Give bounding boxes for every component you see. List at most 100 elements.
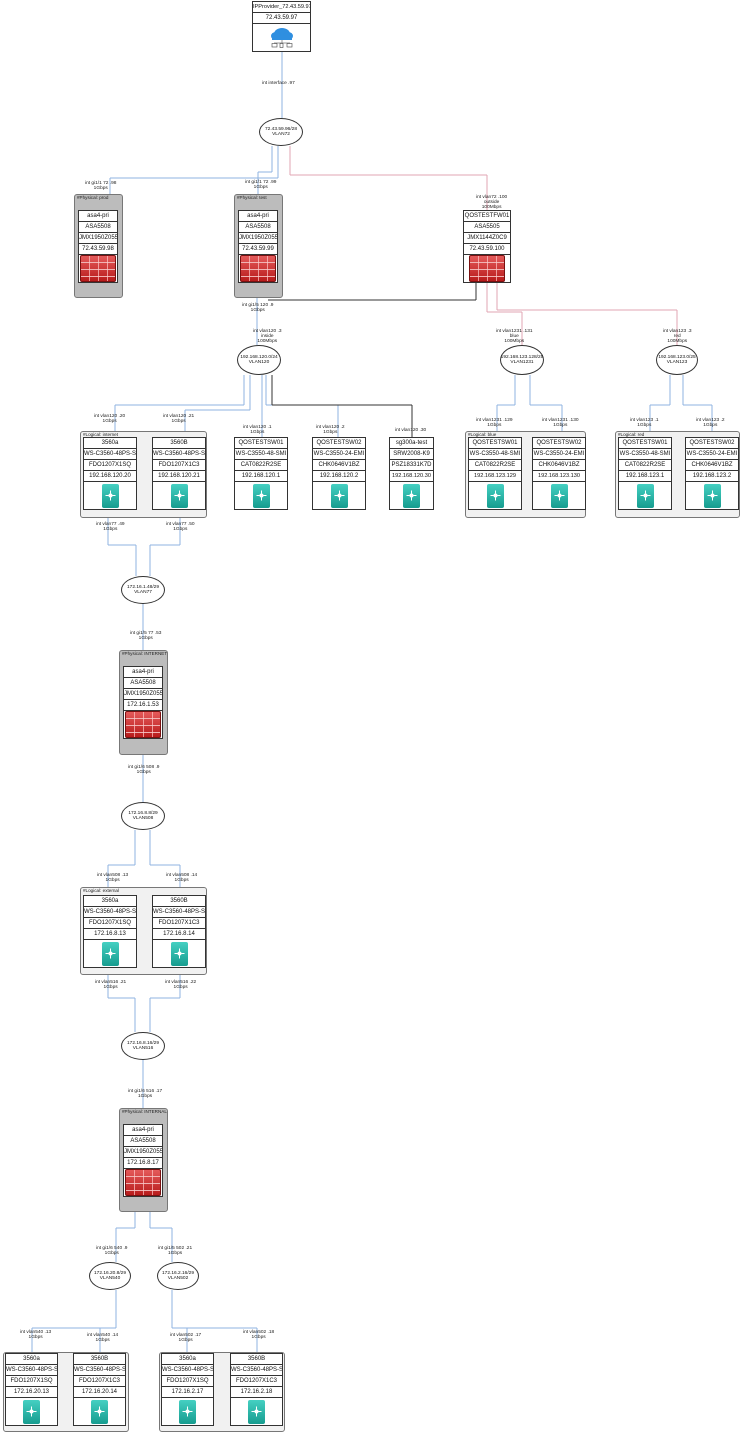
network-vlan: VLAN508 [132, 816, 154, 821]
link-label: int vlan120 .3 inside 100Mbps [253, 329, 282, 345]
switch-device[interactable]: sg300a-test SRW2008-K9 PSZ18331K7D 192.1… [389, 437, 434, 510]
network-node-vlan508[interactable]: 172.16.8.8/29 VLAN508 [121, 802, 165, 830]
switch-device[interactable]: 3560B WS-C3560-48PS-S FDO1207X1C3 172.16… [73, 1353, 126, 1426]
firewall-icon [469, 255, 505, 282]
device-hostname: asa4-pri [124, 1125, 162, 1136]
link-label: int gi1/6 516 .17 1Gbps [128, 1089, 163, 1100]
link-label: int vlan120 .30 [395, 428, 427, 433]
switch-device[interactable]: QOSTESTSW01 WS-C3550-48-SMI CAT0822R2SE … [618, 437, 672, 510]
device-model: ASA5508 [124, 678, 162, 689]
switch-icon [170, 483, 188, 508]
switch-icon [91, 1399, 108, 1424]
switch-device[interactable]: 3560a WS-C3560-48PS-S FDO1207X1SQ 172.16… [83, 895, 137, 968]
device-serial: JMX1950Z055 [124, 689, 162, 700]
switch-icon [330, 483, 348, 508]
device-ip: 192.168.120.30 [390, 471, 433, 482]
device-model: WS-C3550-48-SMI [235, 449, 287, 460]
device-model: WS-C3560-48PS-S [153, 449, 205, 460]
firewall-device[interactable]: asa4-pri ASA5508 JMX1950Z055 172.16.8.17 [123, 1124, 163, 1197]
switch-device[interactable]: 3560B WS-C3560-48PS-S FDO1207X1C3 192.16… [152, 437, 206, 510]
switch-icon [252, 483, 270, 508]
group-label: #Physical: INTERNAL [122, 1109, 167, 1114]
device-ip: 192.168.123.2 [686, 471, 738, 482]
device-serial: FDO1207X1SQ [162, 1376, 213, 1387]
firewall-device[interactable]: asa4-pri ASA5508 JMX1950Z055 172.16.1.53 [123, 666, 163, 739]
device-serial: CAT0822R2SE [235, 460, 287, 471]
network-node-vlan123[interactable]: 192.168.123.0/25 VLAN123 [656, 345, 698, 375]
link-label: int vlan120 .21 1Gbps [163, 414, 195, 425]
device-hostname: asa4-pri [239, 211, 277, 222]
network-node-vlan1231[interactable]: 192.168.123.128/25 VLAN1231 [500, 345, 544, 375]
device-model: SRW2008-K9 [390, 449, 433, 460]
group-label: #Physical: test [237, 195, 267, 200]
switch-device[interactable]: QOSTESTSW01 WS-C3550-48-SMI CAT0822R2SE … [234, 437, 288, 510]
device-ip: 172.16.20.13 [6, 1387, 57, 1398]
switch-icon [636, 483, 654, 508]
device-serial: CHK0646V1BZ [533, 460, 585, 471]
device-ip: 172.16.8.14 [153, 929, 205, 940]
device-serial: FDO1207X1C3 [231, 1376, 282, 1387]
device-ip: 192.168.120.20 [84, 471, 136, 482]
network-vlan: VLAN120 [248, 360, 270, 365]
switch-icon [486, 483, 504, 508]
firewall-device[interactable]: QOSTESTFW01 ASA5505 JMX1144Z0C9 72.43.59… [463, 210, 511, 283]
link-label: int vlan77 .50 1Gbps [166, 522, 195, 533]
device-model: WS-C3550-24-EMI [686, 449, 738, 460]
switch-icon [248, 1399, 265, 1424]
device-serial: JMX1950Z055 [79, 233, 117, 244]
switch-icon [703, 483, 721, 508]
firewall-device[interactable]: asa4-pri ASA5508 JMX1950Z055 72.43.59.98 [78, 210, 118, 283]
network-node-vlan540[interactable]: 172.16.20.8/29 VLAN540 [89, 1262, 131, 1290]
device-serial: JMX1950Z055 [124, 1147, 162, 1158]
switch-icon [101, 941, 119, 966]
device-hostname: QOSTESTSW02 [313, 438, 365, 449]
device-model: ASA5505 [464, 222, 510, 233]
switch-device[interactable]: QOSTESTSW02 WS-C3550-24-EMI CHK0646V1BZ … [532, 437, 586, 510]
device-serial: PSZ18331K7D [390, 460, 433, 471]
device-ip: 172.16.8.17 [124, 1158, 162, 1169]
link-label: int vlan120 .20 1Gbps [94, 414, 126, 425]
group-label: #Logical: red [618, 432, 645, 437]
switch-device[interactable]: QOSTESTSW01 WS-C3550-48-SMI CAT0822R2SE … [468, 437, 522, 510]
device-serial: FDO1207X1C3 [74, 1376, 125, 1387]
link-label: int vlan1231 .129 1Gbps [476, 418, 513, 429]
network-vlan: VLAN72 [272, 132, 290, 137]
device-model: WS-C3560-48PS-S [84, 449, 136, 460]
network-node-vlan516[interactable]: 172.16.8.16/29 VLAN516 [121, 1032, 165, 1060]
network-node-vlan77[interactable]: 172.16.1.48/29 VLAN77 [121, 576, 165, 604]
switch-icon [101, 483, 119, 508]
device-hostname: sg300a-test [390, 438, 433, 449]
network-subnet: 192.168.123.128/25 [500, 354, 544, 360]
network-subnet: 172.16.2.16/29 [161, 1270, 194, 1276]
device-serial: CHK0646V1BZ [313, 460, 365, 471]
link-label: int gi1/5 502 .21 1Gbps [158, 1246, 193, 1257]
switch-device[interactable]: QOSTESTSW02 WS-C3550-24-EMI CHK0646V1BZ … [685, 437, 739, 510]
switch-device[interactable]: 3560B WS-C3560-48PS-S FDO1207X1C3 172.16… [152, 895, 206, 968]
network-node-vlan120[interactable]: 192.168.120.0/24 VLAN120 [237, 345, 281, 375]
group-label: #Logical: internet [83, 432, 118, 437]
device-serial: CAT0822R2SE [469, 460, 521, 471]
link-label: int vlan508 .13 1Gbps [97, 873, 129, 884]
switch-device[interactable]: 3560B WS-C3560-48PS-S FDO1207X1C3 172.16… [230, 1353, 283, 1426]
device-serial: FDO1207X1C3 [153, 918, 205, 929]
network-node-vlan502[interactable]: 172.16.2.16/29 VLAN502 [157, 1262, 199, 1290]
firewall-device[interactable]: asa4-pri ASA5508 JMX1950Z055 72.43.59.99 [238, 210, 278, 283]
device-model: WS-C3560-48PS-S [153, 907, 205, 918]
device-ip: 172.16.2.18 [231, 1387, 282, 1398]
link-label: int interface .97 [262, 81, 295, 86]
switch-device[interactable]: QOSTESTSW02 WS-C3550-24-EMI CHK0646V1BZ … [312, 437, 366, 510]
link-label: int vlan516 .22 1Gbps [165, 980, 197, 991]
device-model: WS-C3560-48PS-S [162, 1365, 213, 1376]
link-label: int vlan123 .3 red 100Mbps [663, 329, 692, 345]
firewall-icon [80, 255, 116, 282]
internet-provider-box[interactable]: IPProvider_72.43.59.97 72.43.59.97 [252, 1, 311, 52]
switch-device[interactable]: 3560a WS-C3560-48PS-S FDO1207X1SQ 192.16… [83, 437, 137, 510]
link-label: int gi1/5 77 .53 1Gbps [130, 631, 162, 642]
switch-device[interactable]: 3560a WS-C3560-48PS-S FDO1207X1SQ 172.16… [161, 1353, 214, 1426]
device-serial: FDO1207X1C3 [153, 460, 205, 471]
device-ip: 172.16.2.17 [162, 1387, 213, 1398]
switch-device[interactable]: 3560a WS-C3560-48PS-S FDO1207X1SQ 172.16… [5, 1353, 58, 1426]
network-node-vlan72[interactable]: 72.43.59.96/28 VLAN72 [259, 118, 303, 146]
provider-address: 72.43.59.97 [253, 13, 310, 24]
